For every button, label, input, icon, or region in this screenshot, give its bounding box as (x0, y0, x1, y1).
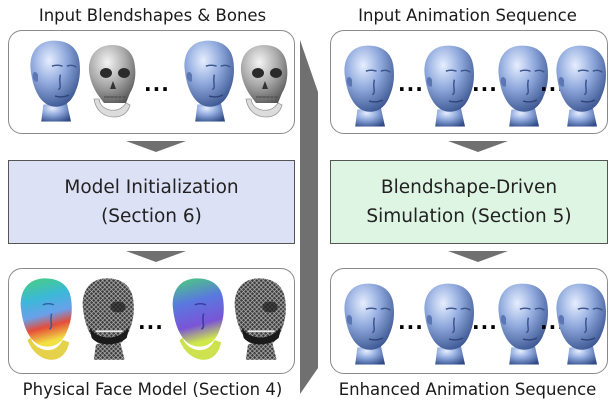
ellipsis: ... (138, 310, 164, 334)
down-arrow-icon (126, 251, 186, 262)
heatmap-head-icon (12, 272, 78, 364)
head-icon (336, 40, 400, 128)
input-animation-caption: Input Animation Sequence (358, 6, 577, 25)
model-initialization-box: Model Initialization (Section 6) (8, 160, 295, 244)
ellipsis: ... (398, 72, 424, 96)
ellipsis: ... (398, 310, 424, 334)
model-initialization-title: Model Initialization (64, 177, 239, 198)
head-icon (548, 40, 612, 128)
physical-face-model-caption: Physical Face Model (Section 4) (22, 380, 283, 399)
blendshape-simulation-title: Blendshape-Driven (380, 177, 558, 198)
ellipsis: ... (472, 72, 498, 96)
mesh-head-icon (74, 272, 140, 364)
blendshape-simulation-section: Simulation (Section 5) (366, 206, 572, 227)
down-arrow-icon (448, 251, 508, 262)
model-initialization-section: (Section 6) (101, 206, 202, 227)
down-arrow-icon (126, 141, 186, 152)
head-icon (416, 278, 480, 366)
right-arrow-icon (300, 40, 318, 394)
heatmap-head-icon (164, 272, 230, 364)
down-arrow-icon (448, 141, 508, 152)
head-icon (548, 278, 612, 366)
mesh-head-icon (226, 272, 292, 364)
enhanced-animation-caption: Enhanced Animation Sequence (338, 380, 597, 399)
head-icon (336, 278, 400, 366)
head-icon (416, 40, 480, 128)
input-blendshapes-caption: Input Blendshapes & Bones (38, 6, 267, 25)
blendshape-simulation-box: Blendshape-Driven Simulation (Section 5) (330, 160, 608, 244)
ellipsis: ... (472, 310, 498, 334)
ellipsis: ... (144, 72, 170, 96)
